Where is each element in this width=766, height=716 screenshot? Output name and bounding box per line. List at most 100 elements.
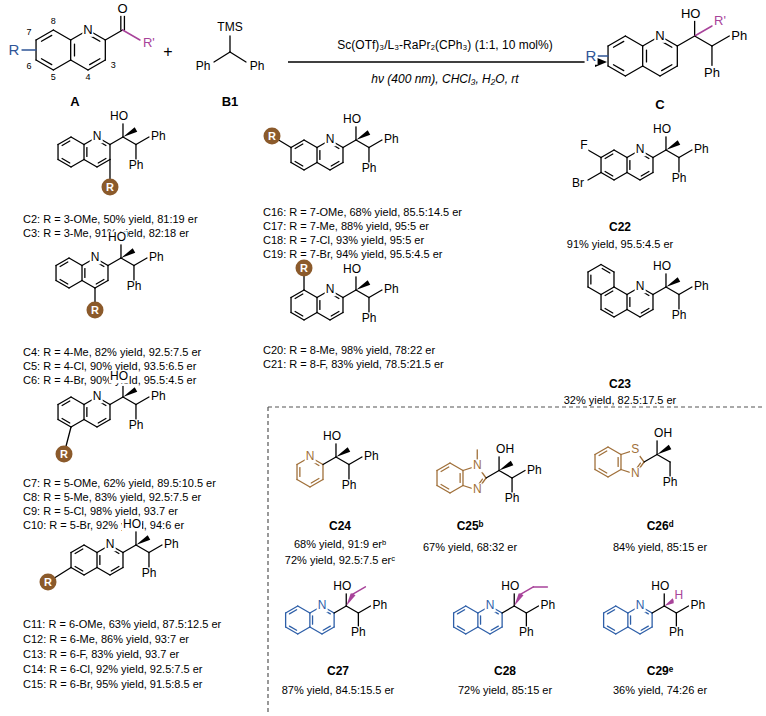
atom-label: N (630, 468, 641, 481)
substituent-label: R (300, 263, 308, 274)
atom-label: N (92, 130, 103, 143)
bond (641, 309, 649, 313)
bond (514, 592, 515, 606)
bond (602, 269, 610, 273)
bond (608, 447, 621, 455)
bond (90, 59, 100, 65)
bond (36, 30, 53, 40)
atom-label: O (117, 2, 129, 16)
wedge-bond (356, 130, 370, 140)
atom-label: Ph (539, 599, 556, 612)
bond (57, 405, 58, 420)
bond (110, 397, 123, 405)
result-text: 84% yield, 85:15 er (612, 541, 708, 553)
bond (664, 606, 676, 613)
bond (149, 545, 162, 553)
atom-label: OH (495, 444, 515, 457)
bond (660, 66, 677, 76)
compound-label: C26ᵈ (646, 520, 675, 533)
bond (601, 310, 614, 318)
atom-label: N (472, 484, 483, 497)
bond (653, 150, 666, 158)
bond (614, 287, 627, 295)
bond (491, 626, 498, 630)
bond (105, 40, 106, 60)
atom-label: HO (652, 260, 672, 273)
reaction-arrow (288, 61, 598, 62)
bond (330, 163, 343, 171)
compound-label: C29ᵉ (646, 665, 675, 678)
result-text: C19: R = 7-Br, 94% yield, 95.5:4.5 er (262, 248, 443, 260)
bond (436, 471, 437, 486)
atom-label: R (8, 42, 21, 59)
bond (665, 272, 666, 287)
result-text: C8: R = 5-Me, 83% yield, 92.5:7.5 er (22, 491, 202, 503)
bond (95, 281, 108, 289)
bond (86, 408, 87, 417)
bond (595, 447, 608, 455)
bond (630, 616, 631, 624)
bond (60, 262, 68, 266)
atom-label: Ph (195, 60, 212, 73)
atom-label: N (635, 280, 646, 293)
bond (662, 65, 672, 71)
bond (595, 470, 608, 478)
bond (533, 586, 547, 588)
atom-label: HO (650, 580, 670, 593)
bond (71, 397, 84, 405)
bond (642, 46, 643, 66)
bond (711, 46, 712, 66)
bond (604, 606, 616, 613)
compound-label: C27 (326, 665, 350, 678)
atom-label: R' (713, 14, 727, 28)
bond (297, 480, 310, 488)
bond (53, 30, 70, 40)
bond (526, 613, 527, 627)
bond (84, 568, 97, 576)
bond (629, 161, 630, 170)
bond (590, 275, 591, 284)
bond (712, 36, 729, 46)
bond (502, 606, 514, 613)
bond (614, 310, 627, 318)
bond (355, 125, 356, 140)
bond (665, 135, 666, 150)
bond (613, 65, 623, 71)
bond (643, 66, 660, 76)
atom-label: N (485, 599, 496, 612)
result-text: 36% yield, 74:26 er (612, 684, 708, 696)
bond (62, 419, 70, 423)
atom-label: N (654, 29, 665, 43)
bond (613, 41, 623, 47)
bond (342, 148, 343, 163)
atom-label: S (630, 443, 640, 456)
bond (437, 463, 450, 471)
bond (82, 281, 95, 289)
bond (296, 465, 297, 480)
bond (600, 295, 601, 310)
bond (41, 35, 51, 41)
bond (490, 627, 502, 634)
bond (512, 471, 525, 479)
atom-label: TMS (216, 21, 243, 34)
bond (653, 287, 666, 295)
bond (641, 626, 648, 630)
bond (343, 290, 356, 298)
bond (588, 173, 601, 181)
bond (453, 613, 454, 627)
bond (323, 626, 330, 630)
bond (71, 545, 84, 553)
bond (69, 258, 82, 266)
bond (601, 287, 614, 295)
atom-label: OH (653, 428, 673, 441)
atom-label: HO (109, 110, 129, 123)
bond (599, 469, 607, 473)
bond (290, 148, 291, 163)
bond (353, 587, 365, 594)
result-text: 72% yield, 92.5:7.5 erᶜ (284, 554, 396, 566)
bond (676, 606, 688, 613)
bond (58, 397, 71, 405)
bond (75, 567, 83, 571)
bond (323, 457, 336, 465)
bond (626, 158, 627, 173)
